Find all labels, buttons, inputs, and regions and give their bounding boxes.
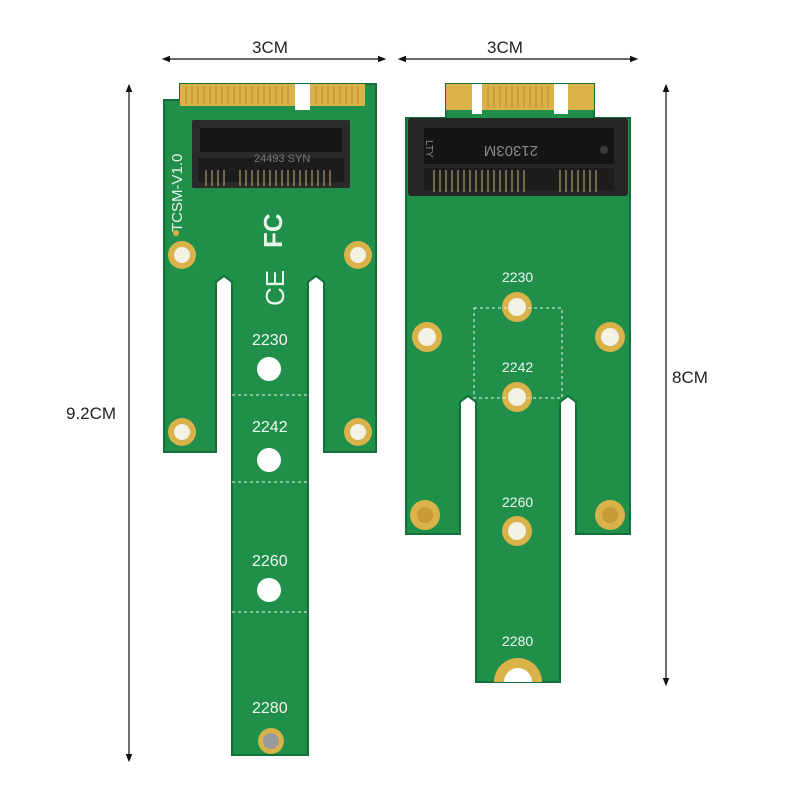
right-size-2280: 2280 <box>502 633 533 649</box>
left-gold-fingers <box>180 84 365 110</box>
right-connector-brand: LTY <box>423 140 434 158</box>
left-size-2230: 2230 <box>252 332 288 349</box>
right-height-label: 8CM <box>672 368 708 387</box>
right-connector-text: 21303M <box>484 142 538 159</box>
left-pcb <box>163 83 377 756</box>
fcc-logo: FC <box>258 213 288 248</box>
right-mount-holes <box>410 322 625 530</box>
left-size-2242: 2242 <box>252 419 288 436</box>
left-height-label: 9.2CM <box>66 404 117 423</box>
left-m2-connector <box>192 120 350 188</box>
right-size-2260: 2260 <box>502 494 533 510</box>
left-size-holes <box>257 357 284 754</box>
left-size-2260: 2260 <box>252 553 288 570</box>
right-width-label: 3CM <box>487 38 523 57</box>
ce-logo: CE <box>260 270 290 306</box>
right-size-2230: 2230 <box>502 269 533 285</box>
right-adapter-card: 21303M LTY 2230 2242 2260 2280 <box>405 83 631 683</box>
left-width-label: 3CM <box>252 38 288 57</box>
left-connector-text: 24493 SYN <box>254 153 310 165</box>
left-mount-holes <box>168 230 372 446</box>
right-gold-fingers <box>446 84 594 114</box>
left-adapter-card: 24493 SYN TCSM-V1.0 FC CE 2230 2242 2260 <box>163 83 377 756</box>
right-size-holes <box>494 292 542 682</box>
left-model-label: TCSM-V1.0 <box>169 154 186 232</box>
dimension-lines <box>125 55 670 763</box>
left-size-2280: 2280 <box>252 700 288 717</box>
right-size-2242: 2242 <box>502 359 533 375</box>
right-msata-connector <box>408 118 628 196</box>
